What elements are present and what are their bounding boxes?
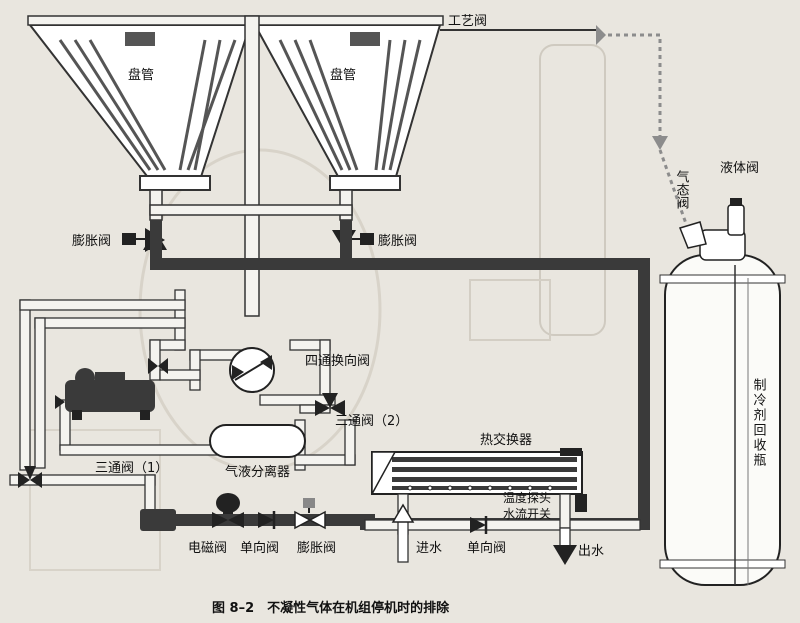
gas-valve [658, 149, 707, 249]
label-coil-left: 盘管 [128, 67, 154, 83]
label-expansion-valve-bottom: 膨胀阀 [297, 541, 336, 556]
heat-exchanger [371, 448, 587, 512]
check-valve-1 [258, 511, 276, 529]
solenoid-valve [212, 493, 244, 528]
label-gas-valve: 气态阀 [674, 169, 690, 209]
coil-outlet-pipes [149, 189, 353, 221]
label-check-valve-1: 单向阀 [240, 540, 279, 556]
gas-liquid-separator [209, 424, 306, 458]
four-way-valve [229, 347, 275, 393]
label-process-valve: 工艺阀 [448, 14, 487, 29]
three-way-valve-1 [9, 466, 156, 488]
process-valve-line [440, 25, 668, 150]
label-three-way-valve-1: 三通阀（1） [95, 461, 168, 476]
small-valve-icon [148, 358, 168, 374]
label-temp-probe: 温度探头 [503, 490, 551, 505]
water-in-arrow [391, 503, 415, 563]
figure-caption: 图 8–2 不凝性气体在机组停机时的排除 [212, 600, 450, 616]
liquid-valve [727, 198, 745, 236]
label-liquid-valve: 液体阀 [720, 161, 759, 176]
label-coil-right: 盘管 [330, 67, 356, 83]
fan-icon [125, 32, 380, 46]
label-gas-liquid-separator: 气液分离器 [225, 464, 290, 480]
label-water-flow-switch: 水流开关 [503, 507, 551, 521]
label-three-way-valve-2: 三通阀（2） [335, 414, 408, 429]
label-recovery-bottle: 制冷剂回收瓶 [751, 378, 767, 468]
label-expansion-valve-left: 膨胀阀 [72, 234, 111, 249]
compressor [55, 368, 155, 420]
suction-pipes [19, 289, 356, 471]
three-way-valve-2 [315, 393, 345, 416]
water-out-arrow [553, 527, 577, 565]
label-four-way-valve: 四通换向阀 [305, 353, 370, 369]
label-water-out: 出水 [578, 544, 604, 559]
label-water-in: 进水 [416, 541, 442, 556]
top-header-pipe [27, 15, 444, 317]
label-solenoid-valve: 电磁阀 [188, 541, 227, 556]
label-heat-exchanger: 热交换器 [480, 432, 532, 448]
check-valve-2 [470, 516, 488, 534]
label-expansion-valve-right: 膨胀阀 [378, 234, 417, 249]
coil-left [27, 24, 252, 191]
expansion-valve-bottom [294, 498, 326, 530]
refrigerant-recovery-bottle [659, 229, 786, 586]
label-check-valve-2: 单向阀 [467, 540, 506, 556]
